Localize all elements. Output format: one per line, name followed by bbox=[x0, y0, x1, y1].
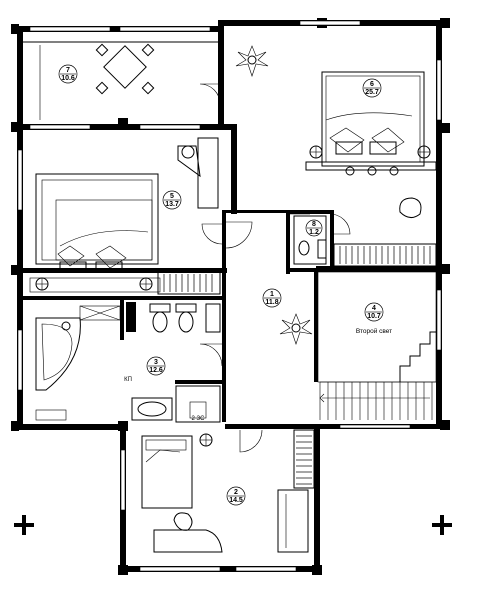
room-6-number: 6 bbox=[370, 81, 374, 88]
room-label-3: 3 12.6 КП bbox=[124, 356, 166, 383]
boiler bbox=[175, 385, 221, 423]
double-bed bbox=[35, 173, 159, 273]
wardrobe-hatch bbox=[293, 429, 315, 489]
room-4-furniture bbox=[317, 271, 437, 420]
desk bbox=[177, 137, 219, 209]
room-1-area: 11.8 bbox=[265, 299, 278, 306]
room-3-number: 3 bbox=[154, 359, 158, 366]
wardrobe-hatch bbox=[333, 243, 437, 267]
doors bbox=[199, 83, 351, 453]
room-4-number: 4 bbox=[372, 305, 376, 312]
room-1-number: 1 bbox=[270, 291, 274, 298]
dining-table bbox=[95, 43, 155, 95]
room-8-area: 1.2 bbox=[309, 229, 319, 236]
room-2-furniture bbox=[141, 429, 315, 553]
room-2-number: 2 bbox=[234, 489, 238, 496]
room-8-number: 8 bbox=[312, 221, 316, 228]
flower-plant-icon bbox=[235, 45, 269, 77]
room-2-area: 14.5 bbox=[229, 497, 243, 504]
washbasin bbox=[131, 397, 173, 421]
room-6-furniture bbox=[235, 45, 437, 267]
bidet bbox=[175, 303, 197, 333]
room-7-furniture bbox=[23, 41, 218, 120]
boiler-tag: 2 ЗС bbox=[192, 416, 206, 422]
armchair bbox=[399, 197, 422, 218]
flower-plant-icon bbox=[279, 313, 313, 345]
corner-marks bbox=[14, 515, 452, 535]
room-7-area: 10.6 bbox=[61, 75, 75, 82]
room-label-4: 4 10.7 Второй свет bbox=[356, 302, 392, 335]
wardrobe-hatch bbox=[157, 271, 221, 295]
room-5-number: 5 bbox=[170, 193, 174, 200]
room-3-furniture bbox=[35, 303, 221, 423]
room-label-2: 2 14.5 bbox=[226, 486, 246, 506]
windows bbox=[17, 20, 442, 572]
bathroom-tag: КП bbox=[124, 377, 132, 383]
second-light-caption: Второй свет bbox=[356, 327, 392, 335]
room-5-area: 13.7 bbox=[165, 201, 179, 208]
interior-walls bbox=[22, 210, 334, 422]
room-label-6: 6 25.7 bbox=[362, 78, 382, 98]
room-4-area: 10.7 bbox=[367, 313, 381, 320]
bathtub bbox=[35, 317, 81, 391]
room-7-number: 7 bbox=[66, 67, 70, 74]
room-label-5: 5 13.7 bbox=[162, 190, 182, 210]
room-label-1: 1 11.8 bbox=[262, 288, 282, 308]
toilet bbox=[149, 303, 171, 333]
desk bbox=[153, 512, 223, 553]
room-6-area: 25.7 bbox=[365, 89, 379, 96]
staircase bbox=[319, 331, 436, 420]
room-3-area: 12.6 bbox=[149, 367, 163, 374]
sofa bbox=[277, 489, 309, 553]
bed bbox=[141, 435, 193, 509]
room-1-furniture bbox=[279, 313, 313, 345]
room-label-7: 7 10.6 bbox=[58, 64, 78, 84]
room-5-furniture bbox=[29, 137, 221, 295]
wall-joints bbox=[11, 18, 450, 575]
room-label-8: 8 1.2 bbox=[305, 219, 323, 237]
room-8-furniture bbox=[293, 215, 327, 265]
